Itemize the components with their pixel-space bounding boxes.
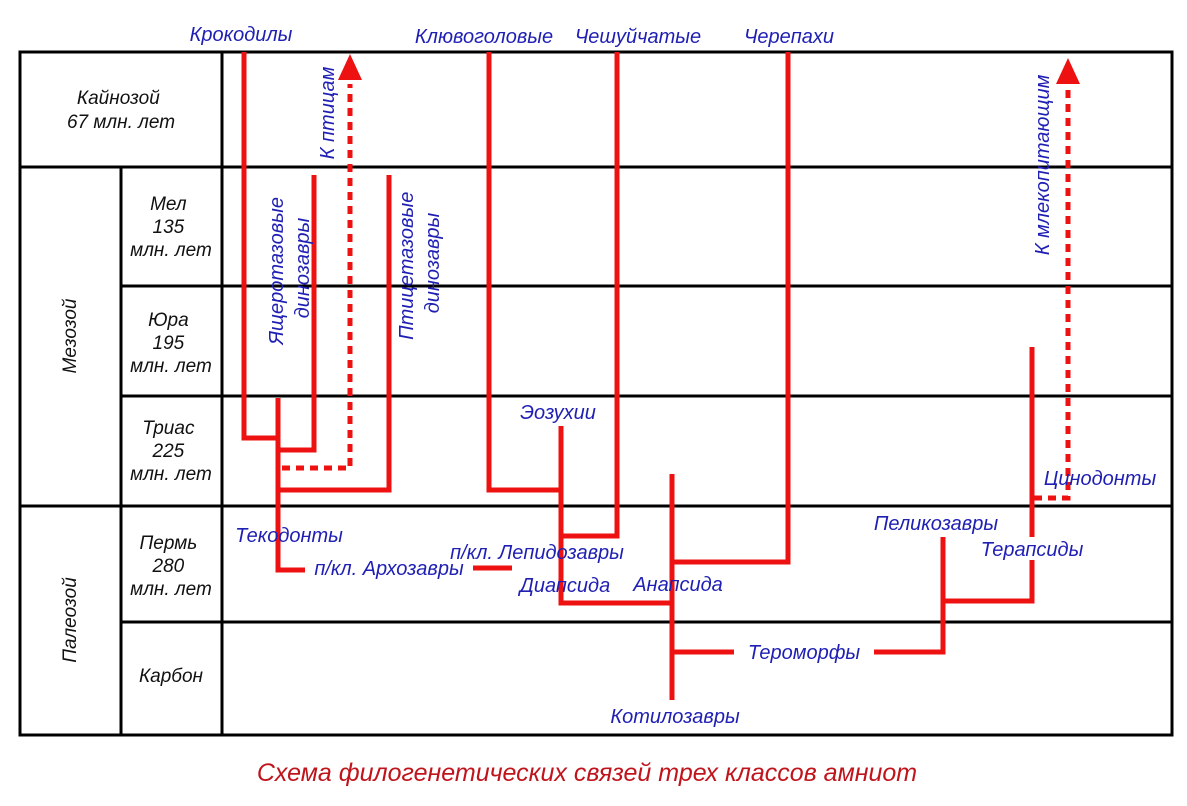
- label-saurischia: Ящеротазовые динозавры: [266, 191, 314, 345]
- branch-lepidosauria: [558, 52, 620, 539]
- paleozoic-label: Палеозой: [60, 577, 81, 663]
- branch-diapsida: [558, 536, 672, 606]
- carboniferous-label: Карбон: [139, 666, 204, 687]
- label-to-mammals: К млекопитающим: [1032, 74, 1054, 255]
- jurassic-label: Юра 195 млн. лет: [130, 310, 212, 377]
- permian-label: Пермь 280 млн. лет: [130, 533, 212, 600]
- label-crocodiles: Крокодилы: [190, 24, 293, 46]
- label-turtles: Черепахи: [744, 26, 834, 48]
- branch-rhynchocephalia: [486, 52, 561, 493]
- cretaceous-label: Мел 135 млн. лет: [130, 194, 212, 261]
- label-ornithischia: Птицетазовые динозавры: [396, 186, 444, 340]
- grid-frame: [18, 50, 1174, 737]
- label-to-birds: К птицам: [317, 66, 339, 159]
- branch-crocodiles: [241, 52, 278, 441]
- label-lepidosauria: п/кл. Лепидозавры: [450, 542, 624, 564]
- label-rhynchocephalia: Клювоголовые: [415, 26, 553, 48]
- branches: [241, 52, 1035, 700]
- label-anapsida: Анапсида: [632, 574, 723, 596]
- branch-saurischia: [278, 175, 317, 453]
- mesozoic-label: Мезозой: [60, 298, 81, 373]
- branch-therapsids: [943, 560, 1035, 604]
- branch-theromorphs-right: [874, 537, 946, 655]
- branch-thecodonts: [275, 398, 305, 573]
- lineage-to-mammals: [1034, 90, 1071, 501]
- cenozoic-label: Кайнозой 67 млн. лет: [67, 88, 175, 133]
- label-cynodonts: Цинодонты: [1044, 468, 1157, 490]
- branch-turtles: [672, 52, 791, 565]
- time-grid: [18, 50, 1174, 737]
- label-eosuchia: Эозухии: [520, 402, 596, 424]
- label-therapsids: Терапсиды: [981, 539, 1084, 561]
- label-thecodonts: Текодонты: [235, 525, 343, 547]
- label-archosauria: п/кл. Архозавры: [314, 558, 464, 580]
- label-pelycosaurs: Пеликозавры: [874, 513, 998, 535]
- triassic-label: Триас 225 млн. лет: [130, 418, 212, 485]
- label-cotylosaurs: Котилозавры: [610, 706, 740, 728]
- lineage-to-birds: [282, 84, 353, 471]
- diagram-caption: Схема филогенетических связей трех класс…: [257, 759, 917, 787]
- arrow-to-birds-icon: [338, 54, 362, 80]
- label-squamata: Чешуйчатые: [575, 26, 701, 48]
- branch-ornithischia: [278, 175, 392, 493]
- label-diapsida: Диапсида: [518, 575, 610, 597]
- label-theromorphs: Тероморфы: [748, 642, 861, 664]
- arrow-to-mammals-icon: [1056, 58, 1080, 84]
